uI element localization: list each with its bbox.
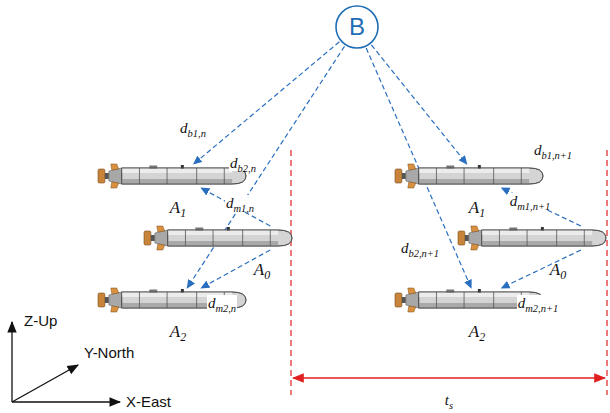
- auv-illustration: [458, 226, 606, 250]
- range-connector: [502, 188, 581, 226]
- interval-label: ts: [444, 392, 454, 409]
- range-connector: [187, 46, 344, 288]
- auv-illustration: [98, 164, 246, 188]
- auv-node: A1: [395, 164, 543, 188]
- range-connector: [201, 250, 270, 288]
- time-marker-line: [606, 150, 607, 395]
- vehicle-label: A0: [550, 260, 566, 280]
- range-label: dm1,n+1: [509, 193, 552, 210]
- time-marker-line: [290, 150, 291, 395]
- auv-node: A0: [458, 226, 606, 250]
- axis-arrow: [11, 322, 12, 402]
- range-label: db1,n: [179, 120, 207, 137]
- auv-node: A1: [98, 164, 246, 188]
- range-connector: [201, 188, 270, 226]
- interval-arrow: [293, 377, 605, 379]
- base-station-circle: B: [335, 5, 379, 49]
- auv-illustration: [144, 226, 292, 250]
- range-label: db2,n: [229, 155, 257, 172]
- range-label: dm2,n: [207, 295, 237, 312]
- range-connector: [371, 45, 466, 164]
- axis-label: Y-North: [84, 344, 134, 361]
- vehicle-label: A2: [170, 322, 186, 342]
- axis-arrow: [12, 401, 120, 402]
- axis-label: X-East: [126, 393, 171, 410]
- range-label: db1,n+1: [533, 142, 573, 159]
- range-label: db2,n+1: [400, 240, 440, 257]
- range-connector: [502, 250, 581, 288]
- vehicle-label: A1: [469, 198, 485, 218]
- range-label: dm2,n+1: [517, 295, 560, 312]
- range-connector: [194, 42, 340, 164]
- vehicle-label: A1: [170, 198, 186, 218]
- auv-illustration: [395, 164, 543, 188]
- vehicle-label: A2: [469, 322, 485, 342]
- axis-label: Z-Up: [24, 312, 57, 329]
- vehicle-label: A0: [254, 260, 270, 280]
- axis-arrow: [12, 365, 78, 402]
- range-label: dm1,n: [225, 195, 255, 212]
- node-label: B: [335, 5, 379, 49]
- auv-node: A0: [144, 226, 292, 250]
